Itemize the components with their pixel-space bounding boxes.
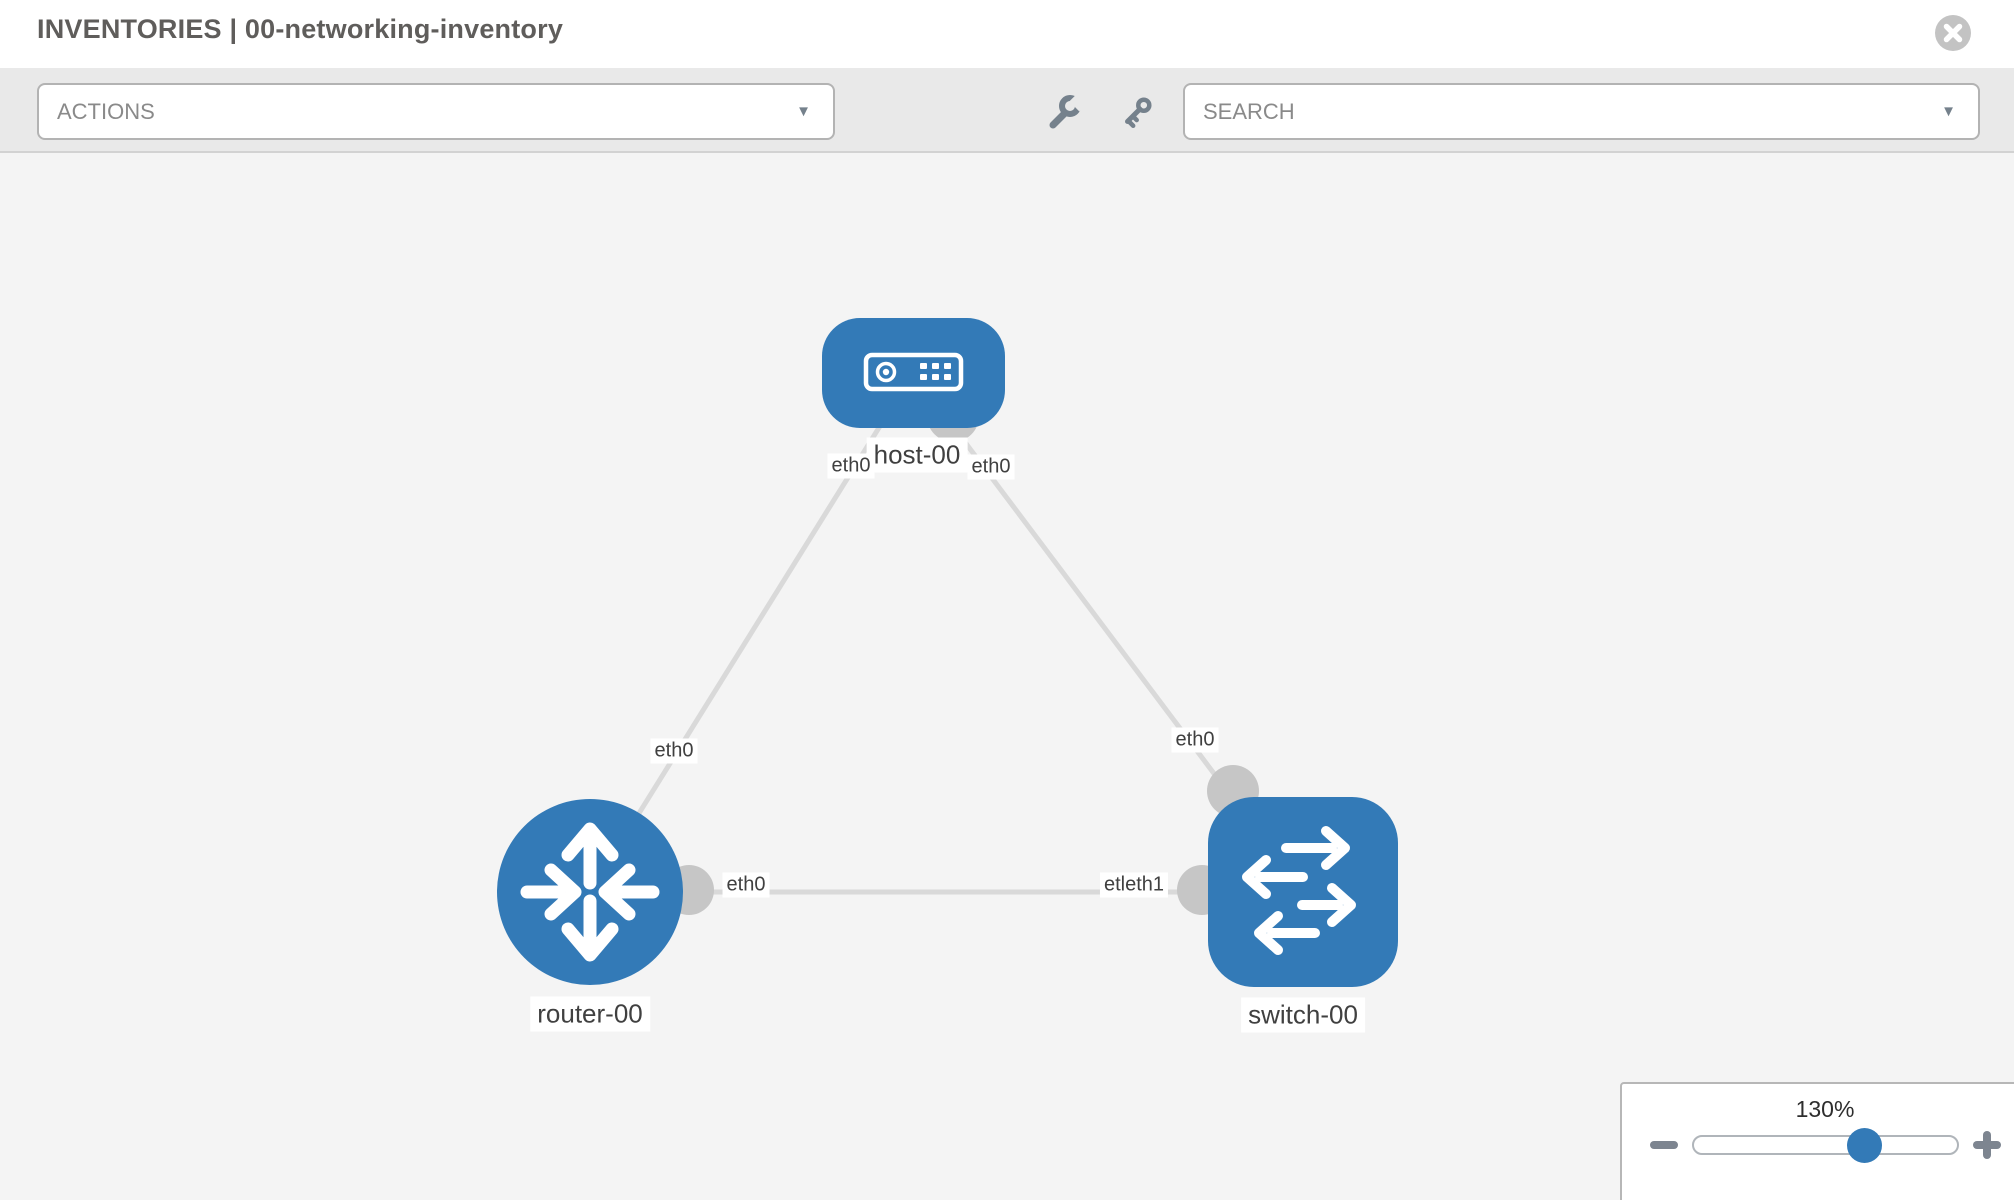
actions-dropdown-label: ACTIONS bbox=[57, 99, 155, 124]
zoom-slider-thumb[interactable] bbox=[1847, 1128, 1882, 1163]
interface-label-switch-eth1-mid: etleth1 bbox=[1099, 872, 1169, 898]
page-title: INVENTORIES | 00-networking-inventory bbox=[37, 14, 564, 44]
zoom-level: 130% bbox=[1795, 1096, 1855, 1122]
node-label-router: router-00 bbox=[530, 996, 650, 1032]
node-router-00[interactable] bbox=[497, 799, 683, 985]
chevron-down-icon: ▼ bbox=[1941, 103, 1956, 120]
configure-button[interactable] bbox=[1046, 93, 1088, 132]
credentials-button[interactable] bbox=[1117, 94, 1155, 132]
interface-label-router-eth0-up: eth0 bbox=[650, 738, 698, 764]
zoom-panel: 130% bbox=[1620, 1082, 2014, 1200]
switch-icon bbox=[1242, 826, 1356, 955]
node-label-switch: switch-00 bbox=[1241, 997, 1365, 1033]
chevron-down-icon: ▼ bbox=[796, 103, 811, 120]
host-icon bbox=[863, 352, 964, 392]
zoom-out-button[interactable] bbox=[1647, 1128, 1681, 1162]
interface-label-switch-eth0-up: eth0 bbox=[1171, 727, 1219, 753]
minus-icon bbox=[1650, 1141, 1678, 1149]
interface-label-host-eth0-left: eth0 bbox=[827, 453, 875, 479]
actions-dropdown[interactable]: ACTIONS ▼ bbox=[37, 83, 835, 140]
title-bar: INVENTORIES | 00-networking-inventory bbox=[0, 0, 2014, 68]
node-host-00[interactable] bbox=[822, 318, 1005, 428]
interface-label-router-eth0-mid: eth0 bbox=[722, 872, 770, 898]
close-icon bbox=[1935, 15, 1971, 51]
zoom-slider-track[interactable] bbox=[1692, 1135, 1959, 1155]
search-dropdown[interactable]: SEARCH ▼ bbox=[1183, 83, 1980, 140]
node-switch-00[interactable] bbox=[1208, 797, 1398, 987]
topology-links-layer bbox=[587, 371, 1305, 915]
zoom-in-button[interactable] bbox=[1970, 1128, 2004, 1162]
search-dropdown-label: SEARCH bbox=[1203, 99, 1295, 124]
interface-label-host-eth0-right: eth0 bbox=[967, 454, 1015, 480]
toolbar: ACTIONS ▼ SEARCH ▼ bbox=[0, 68, 2014, 153]
topology-canvas[interactable]: host-00 router-00 switch-00 eth0 eth0 et… bbox=[0, 153, 2014, 1200]
wrench-icon bbox=[1049, 93, 1088, 129]
node-label-host: host-00 bbox=[866, 437, 968, 473]
router-icon bbox=[520, 822, 660, 962]
close-button[interactable] bbox=[1934, 14, 1972, 52]
key-icon bbox=[1125, 97, 1152, 128]
